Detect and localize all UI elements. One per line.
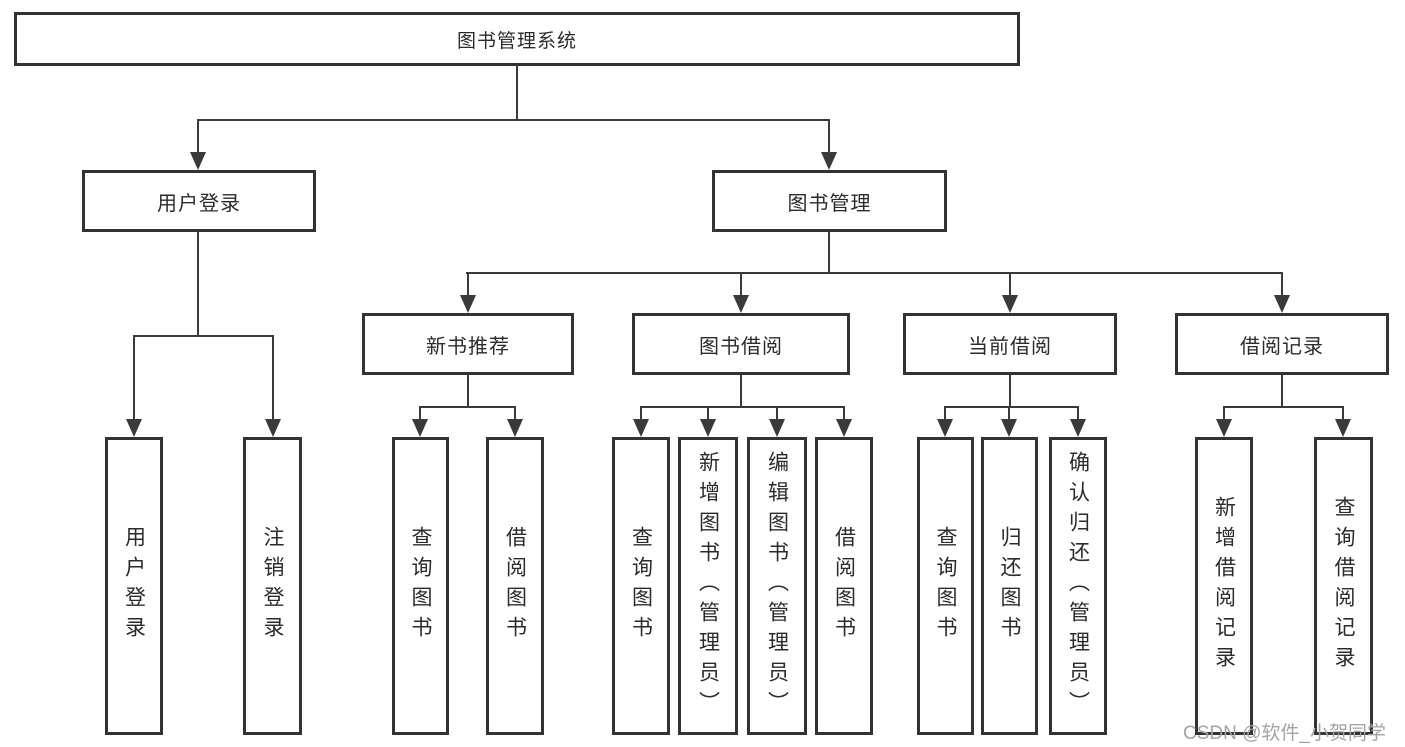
node-current-borrow: 当前借阅 <box>903 313 1117 375</box>
connector-book-management-stub <box>828 232 830 274</box>
leaf-label: 查询图书 <box>409 526 432 646</box>
node-borrow-records: 借阅记录 <box>1175 313 1389 375</box>
leaf-add-borrow-record: 新增借阅记录 <box>1195 437 1253 735</box>
arrowhead-icon <box>1001 419 1017 437</box>
leaf-label: 查询图书 <box>629 526 653 646</box>
leaf-query-books-1: 查询图书 <box>392 437 449 735</box>
arrowhead-icon <box>1335 419 1351 437</box>
connector-drop-leaf <box>1223 406 1225 421</box>
leaf-label: 归还图书 <box>998 526 1021 646</box>
leaf-label: 确认归还（管理员） <box>1066 451 1090 721</box>
leaf-label: 用户登录 <box>122 526 146 646</box>
connector-drop-leaf <box>640 406 642 421</box>
connector-book-management-bar <box>466 272 1283 274</box>
connector-current-borrow-bar <box>944 406 1079 408</box>
connector-borrow-records-bar <box>1223 406 1343 408</box>
connector-book-borrow-bar <box>640 406 844 408</box>
leaf-logout: 注销登录 <box>243 437 302 735</box>
node-book-management: 图书管理 <box>712 170 947 232</box>
connector-current-borrow-stub <box>1009 375 1011 408</box>
leaf-label: 新增借阅记录 <box>1212 496 1236 676</box>
leaf-confirm-return-admin: 确认归还（管理员） <box>1049 437 1107 735</box>
arrowhead-icon <box>700 419 716 437</box>
arrowhead-icon <box>507 419 523 437</box>
arrowhead-icon <box>821 152 837 170</box>
connector-root-stub <box>516 66 518 121</box>
arrowhead-icon <box>265 419 281 437</box>
connector-drop-book-management <box>828 119 830 155</box>
arrowhead-icon <box>937 419 953 437</box>
connector-drop-leaf <box>133 335 135 421</box>
leaf-return-books: 归还图书 <box>981 437 1038 735</box>
connector-drop-leaf <box>776 406 778 421</box>
connector-drop-leaf <box>272 335 274 421</box>
connector-drop-book-borrow <box>740 272 742 297</box>
connector-drop-current-borrow <box>1009 272 1011 297</box>
connector-drop-leaf <box>1008 406 1010 421</box>
connector-book-borrow-stub <box>740 375 742 408</box>
leaf-label: 查询图书 <box>934 526 957 646</box>
leaf-borrow-books-2: 借阅图书 <box>815 437 873 735</box>
connector-drop-leaf <box>843 406 845 421</box>
connector-drop-leaf <box>1077 406 1079 421</box>
leaf-label: 编辑图书（管理员） <box>765 451 789 721</box>
connector-drop-leaf <box>514 406 516 421</box>
leaf-label: 借阅图书 <box>832 526 856 646</box>
leaf-user-login: 用户登录 <box>105 437 163 735</box>
arrowhead-icon <box>460 295 476 313</box>
leaf-label: 注销登录 <box>261 526 284 646</box>
leaf-query-borrow-record: 查询借阅记录 <box>1314 437 1373 735</box>
arrowhead-icon <box>1002 295 1018 313</box>
leaf-query-books-2: 查询图书 <box>612 437 670 735</box>
node-new-book-recommend: 新书推荐 <box>362 313 574 375</box>
arrowhead-icon <box>1216 419 1232 437</box>
connector-user-login-bar <box>133 335 274 337</box>
connector-drop-borrow-records <box>1281 272 1283 297</box>
connector-drop-leaf <box>707 406 709 421</box>
arrowhead-icon <box>733 295 749 313</box>
leaf-borrow-books-1: 借阅图书 <box>486 437 544 735</box>
connector-new-book-bar <box>419 406 516 408</box>
node-book-borrow: 图书借阅 <box>632 313 850 375</box>
arrowhead-icon <box>1070 419 1086 437</box>
leaf-label: 查询借阅记录 <box>1332 496 1355 676</box>
arrowhead-icon <box>633 419 649 437</box>
connector-new-book-stub <box>467 375 469 408</box>
node-user-login: 用户登录 <box>82 170 316 232</box>
arrowhead-icon <box>126 419 142 437</box>
arrowhead-icon <box>190 152 206 170</box>
arrowhead-icon <box>1274 295 1290 313</box>
node-root: 图书管理系统 <box>14 12 1020 66</box>
leaf-edit-books-admin: 编辑图书（管理员） <box>747 437 807 735</box>
connector-drop-user-login <box>197 119 199 155</box>
leaf-label: 新增图书（管理员） <box>696 451 720 721</box>
connector-borrow-records-stub <box>1281 375 1283 408</box>
connector-root-bar <box>197 119 830 121</box>
csdn-watermark: CSDN @软件_小贺同学 <box>1183 723 1386 744</box>
leaf-add-books-admin: 新增图书（管理员） <box>678 437 738 735</box>
connector-drop-leaf <box>944 406 946 421</box>
arrowhead-icon <box>836 419 852 437</box>
connector-user-login-stub <box>197 232 199 337</box>
leaf-label: 借阅图书 <box>503 526 527 646</box>
arrowhead-icon <box>769 419 785 437</box>
leaf-query-books-3: 查询图书 <box>917 437 974 735</box>
connector-drop-leaf <box>419 406 421 421</box>
connector-drop-leaf <box>1342 406 1344 421</box>
connector-drop-new-book <box>467 272 469 297</box>
arrowhead-icon <box>412 419 428 437</box>
